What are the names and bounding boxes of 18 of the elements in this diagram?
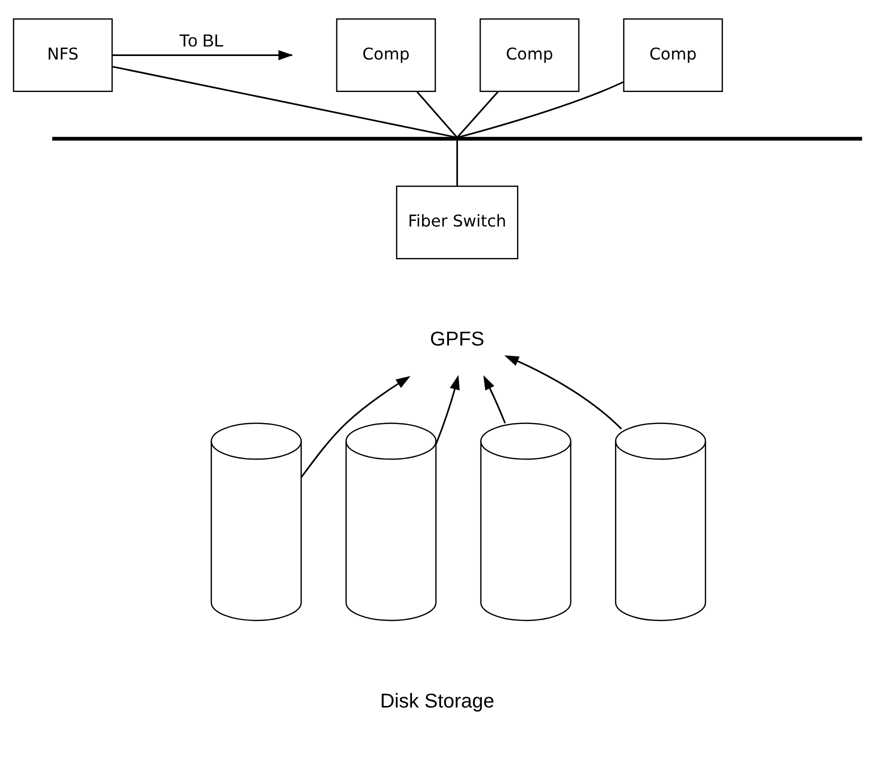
node-bar [52,136,862,141]
connector [112,66,458,138]
node-box: Comp [623,18,723,92]
connector [456,140,458,186]
connector [457,81,624,138]
connector [416,91,458,138]
connector [456,91,499,138]
label: Disk Storage [380,690,494,713]
node-box: Comp [480,18,580,92]
node-box: Fiber Switch [396,186,518,260]
arrow [300,376,410,478]
arrow [435,375,460,444]
edge-label: To BL [179,30,224,51]
arrow [504,355,622,430]
node-box: Comp [336,18,436,92]
arrow [483,375,506,424]
node-box: NFS [12,18,113,92]
node-text: GPFS [430,328,484,351]
